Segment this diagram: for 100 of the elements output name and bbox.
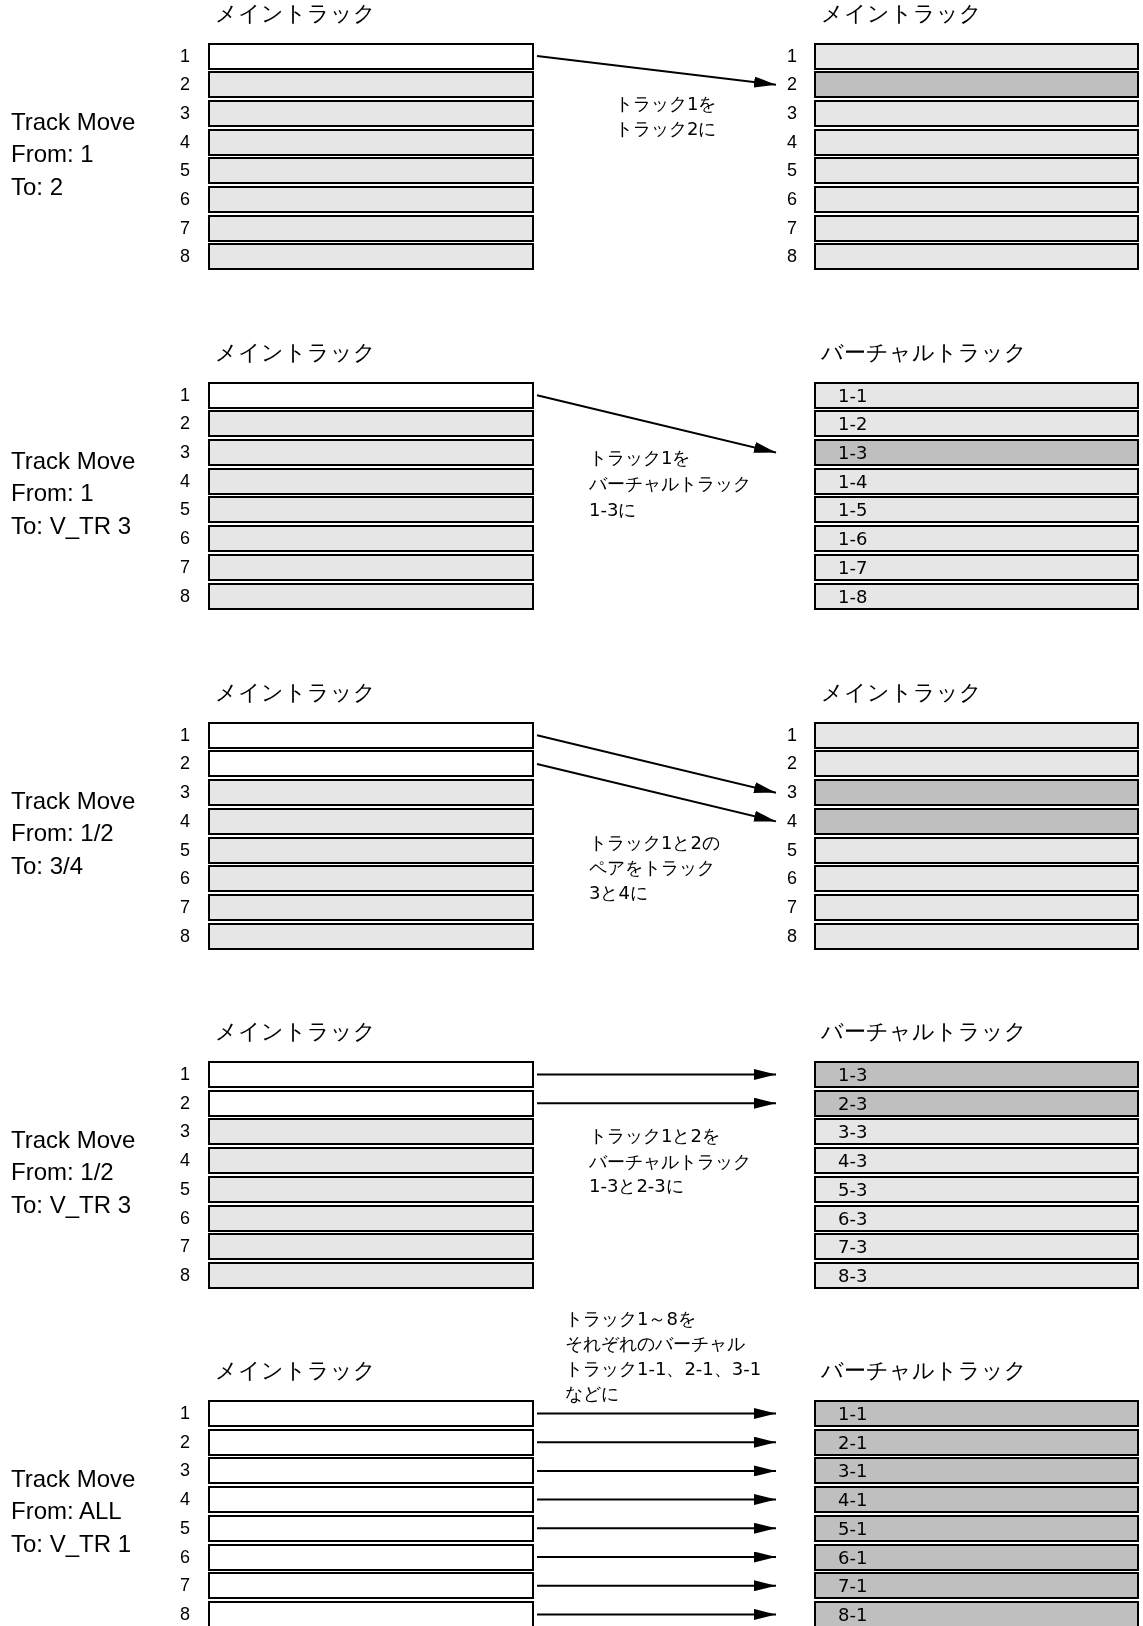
track-number: 4 [180, 469, 190, 493]
track-row: 3-1 [814, 1457, 1139, 1485]
track-number: 6 [180, 867, 190, 891]
track-number: 5 [180, 1177, 190, 1201]
operation-label: From: 1/2 [11, 818, 114, 849]
arrow-description: それぞれのバーチャル [565, 1332, 745, 1356]
track-row: 1-8 [814, 582, 1139, 610]
track-row: 1-7 [814, 553, 1139, 581]
track-number: 5 [180, 1516, 190, 1540]
arrow [536, 1408, 777, 1419]
track-number: 7 [180, 216, 190, 240]
arrow-description: トラック1を [615, 91, 717, 116]
track-row: 2-3 [814, 1089, 1139, 1117]
track-number: 4 [180, 809, 190, 833]
operation-label: From: 1 [11, 478, 94, 509]
arrow [536, 1097, 777, 1109]
arrow [536, 394, 777, 454]
track-number: 7 [180, 1235, 190, 1259]
track-number: 4 [787, 809, 797, 833]
arrow [536, 1608, 777, 1620]
track-number: 8 [787, 245, 797, 269]
track-number: 7 [787, 896, 797, 919]
track-row: 7-3 [814, 1233, 1139, 1261]
track-number: 6 [180, 1206, 190, 1230]
arrow-description: トラック1と2の [589, 831, 720, 855]
arrow-description: トラック1を [589, 446, 691, 470]
track-row: 2-1 [814, 1428, 1139, 1456]
track-number: 1 [787, 723, 797, 747]
track-number: 8 [180, 584, 190, 608]
arrow [536, 734, 777, 794]
track-number: 3 [787, 101, 797, 125]
track-number: 6 [180, 188, 190, 211]
track-number: 1 [180, 44, 190, 68]
arrow [536, 1436, 777, 1448]
table-heading: バーチャルトラック [821, 339, 1027, 366]
arrow-description: バーチャルトラック [589, 1150, 751, 1174]
track-number: 2 [787, 73, 797, 97]
table-heading: メイントラック [821, 0, 982, 27]
track-row: 7-1 [814, 1572, 1139, 1600]
table-heading: メイントラック [215, 679, 376, 706]
track-number: 6 [180, 1545, 190, 1569]
arrow-description: バーチャルトラック [589, 472, 751, 496]
track-number: 3 [787, 781, 797, 805]
arrow [536, 1494, 777, 1506]
table-heading: バーチャルトラック [821, 1358, 1027, 1384]
arrow-description: 1-3に [589, 498, 637, 522]
track-row: 4-3 [814, 1147, 1139, 1175]
track-number: 8 [787, 924, 797, 948]
operation-label: To: V_TR 1 [11, 1529, 132, 1560]
track-row: 1-3 [814, 1061, 1139, 1088]
operation-label: Track Move [11, 106, 136, 137]
track-number: 4 [180, 1149, 190, 1173]
arrow-description: トラック1～8を [565, 1307, 696, 1331]
track-number: 3 [180, 1459, 190, 1483]
track-row: 1-2 [814, 410, 1139, 438]
arrow [536, 763, 777, 823]
arrow [536, 1465, 777, 1477]
operation-label: To: 2 [11, 171, 64, 202]
track-row: 1-5 [814, 496, 1139, 524]
track-number: 5 [180, 159, 190, 183]
track-row: 6-1 [814, 1543, 1139, 1571]
track-number: 5 [180, 498, 190, 522]
track-number: 8 [180, 924, 190, 948]
operation-label: To: 3/4 [11, 851, 84, 882]
track-number: 1 [787, 44, 797, 68]
track-number: 4 [180, 1488, 190, 1512]
arrow-description: 1-3と2-3に [589, 1174, 684, 1198]
track-row: 5-1 [814, 1514, 1139, 1542]
track-row: 5-3 [814, 1175, 1139, 1203]
table-heading: メイントラック [821, 679, 982, 706]
operation-label: Track Move [11, 1125, 136, 1156]
track-row: 8-1 [814, 1600, 1139, 1626]
track-row: 6-3 [814, 1204, 1139, 1232]
track-row: 1-6 [814, 525, 1139, 553]
track-number: 2 [180, 412, 190, 436]
track-number: 6 [787, 867, 797, 891]
operation-label: Track Move [11, 446, 136, 477]
track-number: 7 [180, 555, 190, 579]
track-row: 8-3 [814, 1261, 1139, 1289]
table-heading: メイントラック [215, 0, 376, 27]
track-number: 7 [180, 1574, 190, 1598]
track-number: 2 [180, 1430, 190, 1454]
track-number: 8 [180, 1602, 190, 1626]
track-number: 7 [787, 216, 797, 240]
operation-label: Track Move [11, 1464, 136, 1495]
track-row: 3-3 [814, 1118, 1139, 1146]
track-number: 6 [180, 527, 190, 551]
track-number: 7 [180, 896, 190, 919]
track-number: 5 [787, 159, 797, 183]
operation-label: To: V_TR 3 [11, 511, 132, 542]
track-number: 2 [180, 1091, 190, 1115]
arrow [536, 55, 777, 88]
arrow [536, 1522, 777, 1534]
arrow [536, 1069, 777, 1080]
table-heading: メイントラック [215, 339, 376, 366]
table-heading: バーチャルトラック [821, 1019, 1027, 1045]
track-number: 1 [180, 1402, 190, 1425]
track-number: 1 [180, 723, 190, 747]
track-number: 2 [180, 73, 190, 97]
track-row: 1-1 [814, 1400, 1139, 1427]
